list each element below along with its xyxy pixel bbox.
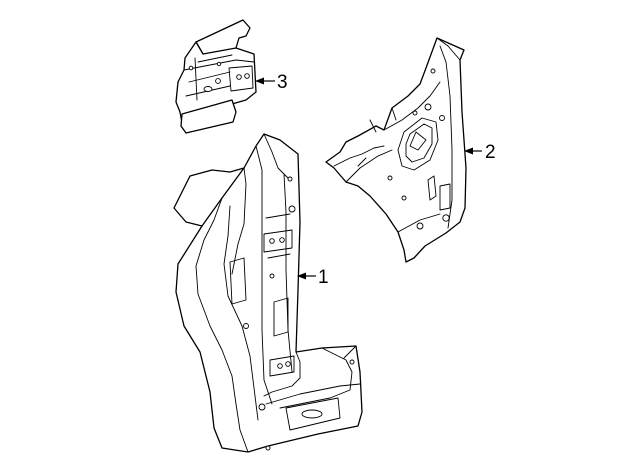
part-2-panel [325,37,467,263]
arrowhead-1 [297,272,306,280]
callout-label-1: 1 [318,267,329,288]
callout-2: 2 [464,142,496,163]
callout-3: 3 [255,72,288,93]
callout-1: 1 [297,267,329,288]
part-3-bracket [175,19,257,134]
callout-label-2: 2 [485,142,496,163]
arrowhead-3 [255,77,264,85]
part-1-pillar [173,133,363,453]
arrowhead-2 [464,147,473,155]
callout-label-3: 3 [277,72,288,93]
